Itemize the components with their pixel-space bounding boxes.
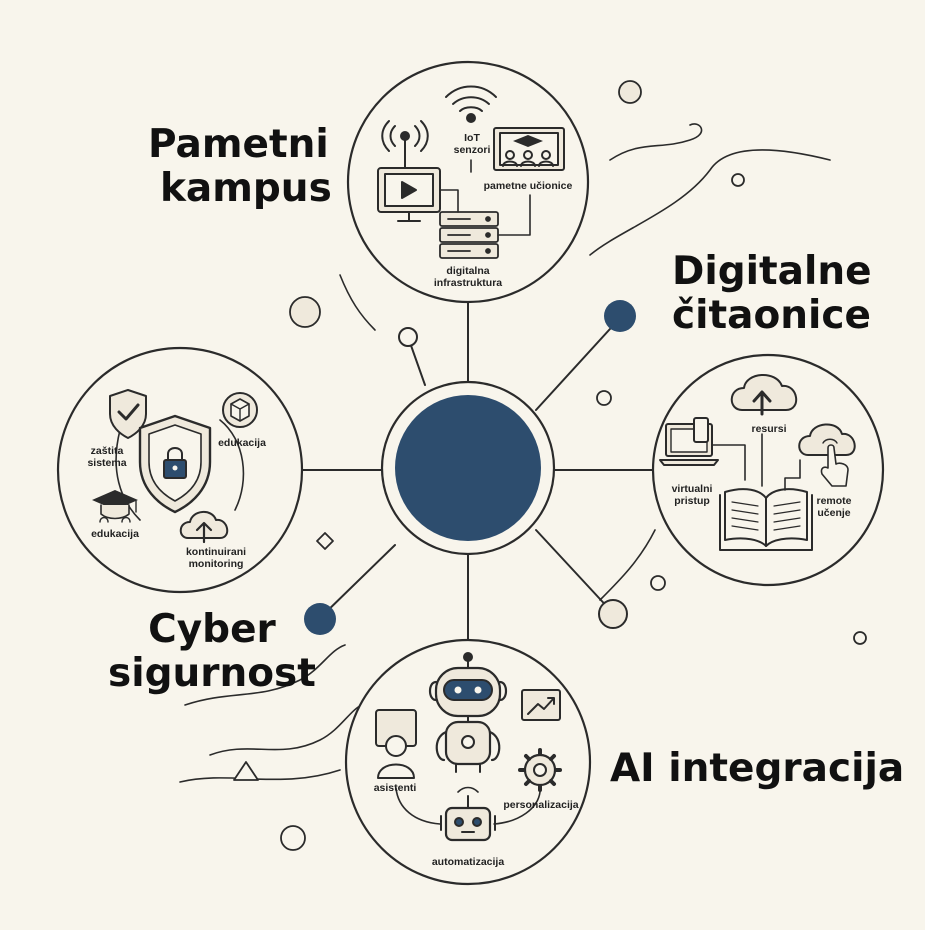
title-ai-integracija: AI integracija xyxy=(610,746,905,791)
label-line: senzori xyxy=(453,144,491,156)
deco-circle xyxy=(650,575,666,591)
graduation-cap-icon xyxy=(92,490,138,523)
ai-integracija-circle xyxy=(344,638,592,886)
server-rack-icon xyxy=(439,211,499,259)
deco-circle xyxy=(596,390,612,406)
label-line: sistema xyxy=(87,457,127,469)
label-line: IoT xyxy=(464,132,480,144)
title-line: Cyber xyxy=(148,607,276,652)
video-screen-icon xyxy=(377,167,441,222)
citaonice-connectors xyxy=(711,433,801,491)
label-line: virtualni xyxy=(671,483,713,495)
kampus-connectors xyxy=(439,159,531,236)
shield-check-icon xyxy=(109,389,147,439)
deco-triangle xyxy=(233,761,259,781)
label-line: monitoring xyxy=(188,558,244,570)
small-robot-icon xyxy=(440,786,496,842)
antenna-icon xyxy=(381,120,429,169)
spoke-nodes xyxy=(304,300,636,635)
label-digitalna-infrastruktura: digitalna infrastruktura xyxy=(418,265,518,289)
label-line: remote xyxy=(816,495,852,507)
node-dot-filled xyxy=(604,300,636,332)
label-line: digitalna xyxy=(446,265,490,277)
digitalne-citaonice-circle xyxy=(651,353,885,587)
cloud-upload-icon xyxy=(179,511,229,544)
label-virtualni-pristup: virtualni pristup xyxy=(664,483,720,507)
deco-circle xyxy=(618,80,642,104)
label-line: pristup xyxy=(674,495,710,507)
box-icon xyxy=(222,392,258,428)
deco-circle xyxy=(853,631,867,645)
label-asistenti: asistenti xyxy=(373,782,417,794)
title-line: Digitalne xyxy=(672,249,872,294)
label-line: kontinuirani xyxy=(185,546,247,558)
label-automatizacija: automatizacija xyxy=(431,856,505,868)
label-line: učenje xyxy=(817,507,851,519)
deco-circle xyxy=(289,296,321,328)
open-book-icon xyxy=(719,488,813,551)
ai-connectors xyxy=(395,787,541,825)
label-personalizacija: personalizacija xyxy=(503,799,579,811)
deco-circle xyxy=(731,173,745,187)
chart-icon xyxy=(521,689,561,721)
label-zastita-sistema: zaštita sistema xyxy=(80,445,134,469)
classroom-icon xyxy=(493,127,565,171)
deco-diamond xyxy=(316,532,334,550)
label-iot-senzori: IoT senzori xyxy=(450,132,494,156)
node-dot-outline xyxy=(598,599,628,629)
cloud-upload-icon xyxy=(730,374,797,416)
gear-icon xyxy=(518,748,562,792)
title-cyber-sigurnost: Cyber sigurnost xyxy=(108,608,316,696)
decorative-dots xyxy=(233,80,867,851)
cyber-sigurnost-circle xyxy=(56,346,304,594)
label-edukacija-top: edukacija xyxy=(218,437,266,449)
node-dot-outline xyxy=(398,327,418,347)
title-line: kampus xyxy=(160,166,332,211)
label-pametne-ucionice: pametne učionice xyxy=(483,180,573,192)
label-kontinuirani-monitoring: kontinuirani monitoring xyxy=(178,546,254,570)
title-digitalne-citaonice: Digitalne čitaonice xyxy=(672,250,872,338)
cloud-touch-icon xyxy=(798,423,856,487)
laptop-phone-icon xyxy=(659,417,719,466)
label-line: infrastruktura xyxy=(433,277,503,289)
title-pametni-kampus: Pametni kampus xyxy=(148,123,332,211)
pametni-kampus-circle xyxy=(346,60,590,304)
title-line: Pametni xyxy=(148,122,329,167)
label-resursi: resursi xyxy=(751,423,787,435)
title-line: sigurnost xyxy=(108,651,316,696)
label-remote-ucenje: remote učenje xyxy=(808,495,860,519)
label-line: zaštita xyxy=(90,445,124,457)
person-icon xyxy=(375,709,417,779)
central-hub xyxy=(380,380,556,556)
title-line: čitaonice xyxy=(672,293,871,338)
label-edukacija-left: edukacija xyxy=(91,528,139,540)
deco-circle xyxy=(280,825,306,851)
node-dot-filled xyxy=(304,603,336,635)
wifi-icon xyxy=(445,85,497,123)
shield-lock-icon xyxy=(138,414,212,514)
robot-icon xyxy=(428,652,508,773)
